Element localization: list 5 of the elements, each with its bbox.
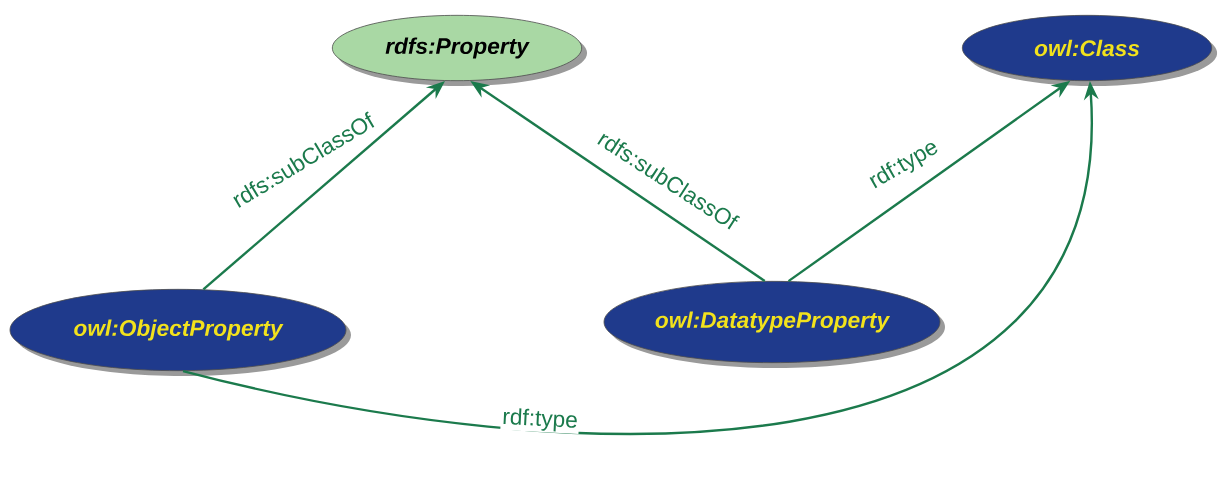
ellipse-node: rdfs:Property xyxy=(331,14,588,87)
ellipse-node: owl:ObjectProperty xyxy=(9,288,351,377)
ellipse-node: owl:Class xyxy=(961,14,1218,87)
ellipse-node: owl:DatatypeProperty xyxy=(603,280,945,369)
edge-label: rdf:type xyxy=(503,408,577,432)
